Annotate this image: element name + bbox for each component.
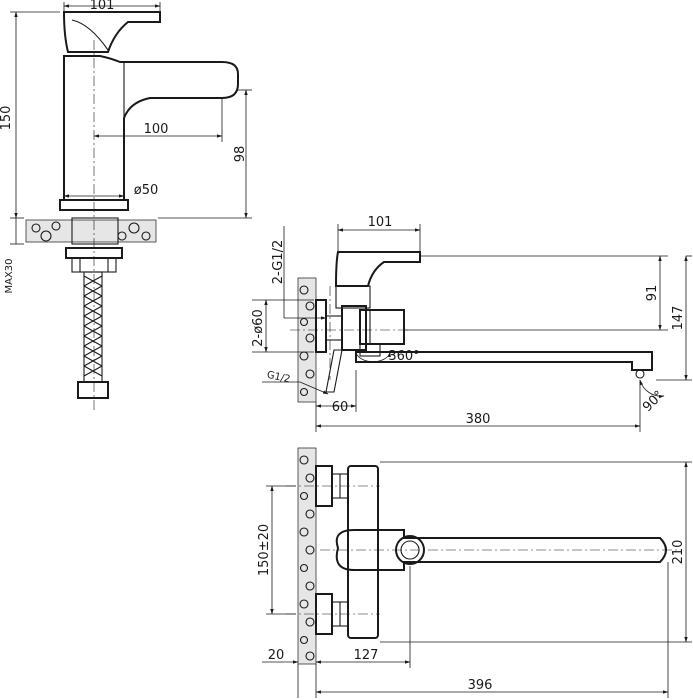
top-wall-stone [297,447,317,665]
basin-counter-stone [25,219,157,243]
basin-reach-label: 100 [144,122,169,137]
top-center-distance-label: 150±20 [257,524,272,576]
side-wall-stone [297,277,317,403]
side-handle [334,251,421,287]
side-wall-offset-label: 60 [332,400,349,415]
top-total-width-label: 210 [671,540,686,565]
basin-body [63,55,239,201]
side-spout [355,351,653,371]
side-outlet-angle-label: 90° [640,388,667,415]
bath-mixer-top-drawing: 150±20 210 20 127 396 [257,447,692,698]
basin-spout-height-label: 98 [233,146,248,163]
side-connection-label: 2-G1/2 [271,240,286,284]
basin-faucet-drawing: 101 100 ø50 150 98 MAX30 [0,0,252,410]
basin-width-label: 101 [90,0,115,13]
side-spout-length-label: 380 [466,412,491,427]
side-rotation-label: 360° [388,349,419,364]
basin-handle [62,11,161,53]
side-hose-connection-label: G1/2 [266,370,292,386]
basin-max-thickness-label: MAX30 [4,258,15,293]
side-escutcheon-label: 2-ø60 [251,309,266,346]
top-body-depth-label: 127 [354,648,379,663]
top-total-length-label: 396 [468,678,493,693]
side-upper-height-label: 91 [645,285,660,302]
top-wall-gap-label: 20 [268,648,285,663]
basin-height-label: 150 [0,106,14,131]
side-width-label: 101 [368,215,393,230]
bath-mixer-side-drawing: 101 2-G1/2 2-ø60 G1/2 360° 91 147 60 380… [251,215,692,432]
side-total-height-label: 147 [671,306,686,331]
basin-braided-hose [77,271,109,399]
basin-diameter-label: ø50 [134,183,159,198]
